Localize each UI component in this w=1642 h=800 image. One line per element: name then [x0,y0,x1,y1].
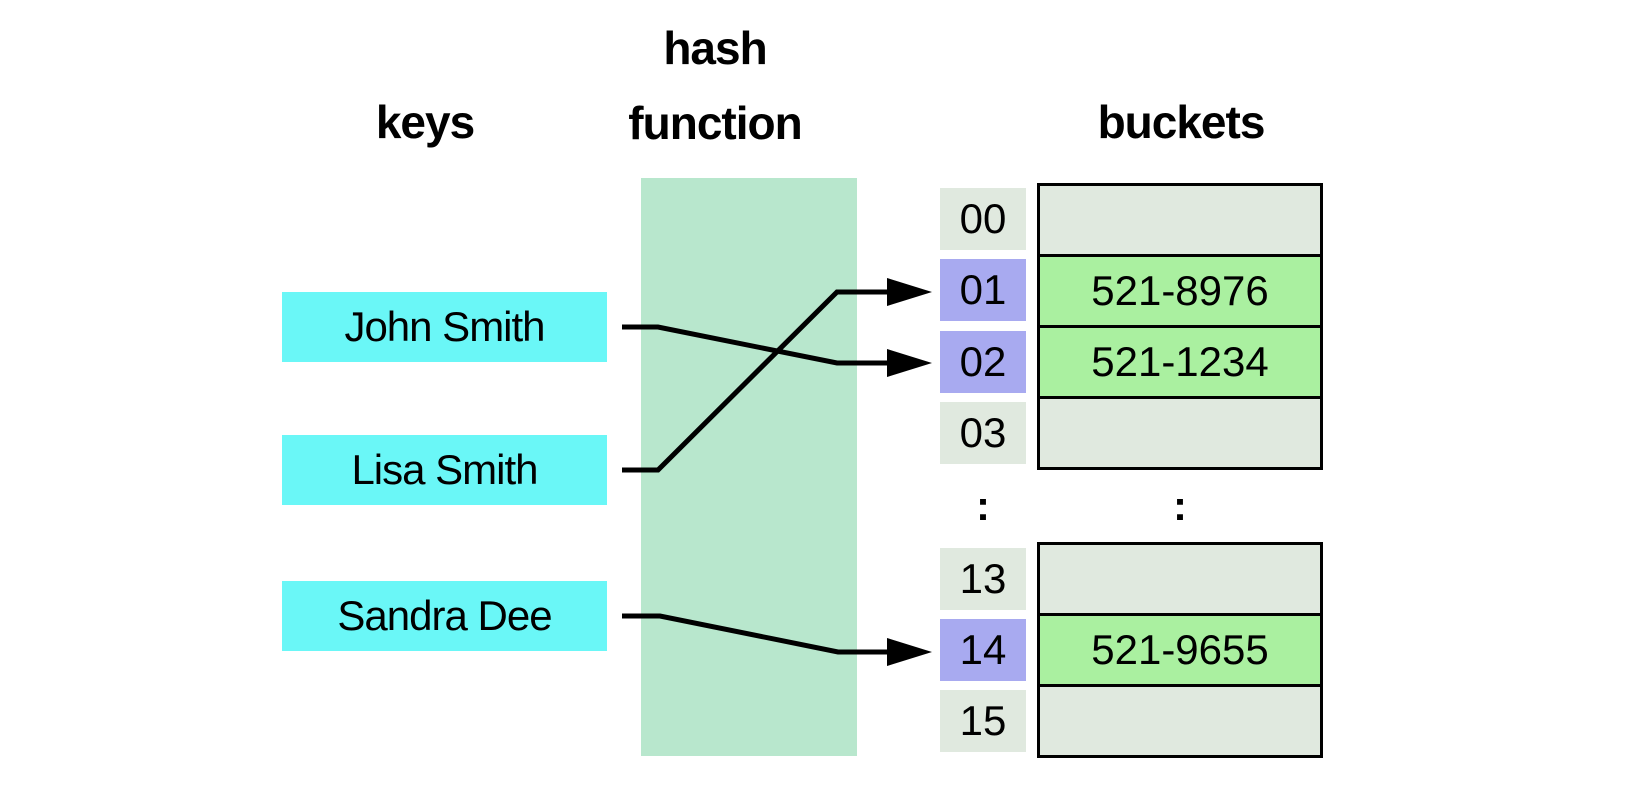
key-label-lisa-smith: Lisa Smith [351,446,538,493]
key-box-sandra-dee: Sandra Dee [282,581,607,651]
index-cell-03: 03 [940,402,1026,464]
key-box-lisa-smith: Lisa Smith [282,435,607,505]
index-cell-02: 02 [940,331,1026,393]
bucket-box-top: 521-8976 521-1234 [1037,183,1323,470]
key-label-sandra-dee: Sandra Dee [337,592,552,639]
arrowhead-14 [887,638,932,666]
key-label-john-smith: John Smith [344,303,545,350]
bucket-row-00 [1040,186,1320,254]
hash-function-heading-line1: hash [663,22,767,74]
bucket-row-03 [1040,396,1320,467]
index-cell-13: 13 [940,548,1026,610]
bucket-row-13 [1040,545,1320,613]
hash-function-heading: hash function [565,11,865,161]
hash-function-heading-line2: function [628,97,802,149]
index-cell-15: 15 [940,690,1026,752]
bucket-box-bottom: 521-9655 [1037,542,1323,758]
index-cell-01: 01 [940,259,1026,321]
index-cell-14: 14 [940,619,1026,681]
buckets-heading: buckets [1097,96,1266,148]
bucket-row-15 [1040,684,1320,755]
arrowhead-02 [887,349,932,377]
buckets-ellipsis: : [1173,482,1187,529]
hash-function-box [641,178,857,756]
bucket-row-02: 521-1234 [1040,325,1320,396]
key-box-john-smith: John Smith [282,292,607,362]
bucket-row-14: 521-9655 [1040,613,1320,684]
index-cell-00: 00 [940,188,1026,250]
arrowhead-01 [887,278,932,306]
keys-heading: keys [375,96,475,148]
bucket-row-01: 521-8976 [1040,254,1320,325]
index-ellipsis: : [976,482,990,529]
